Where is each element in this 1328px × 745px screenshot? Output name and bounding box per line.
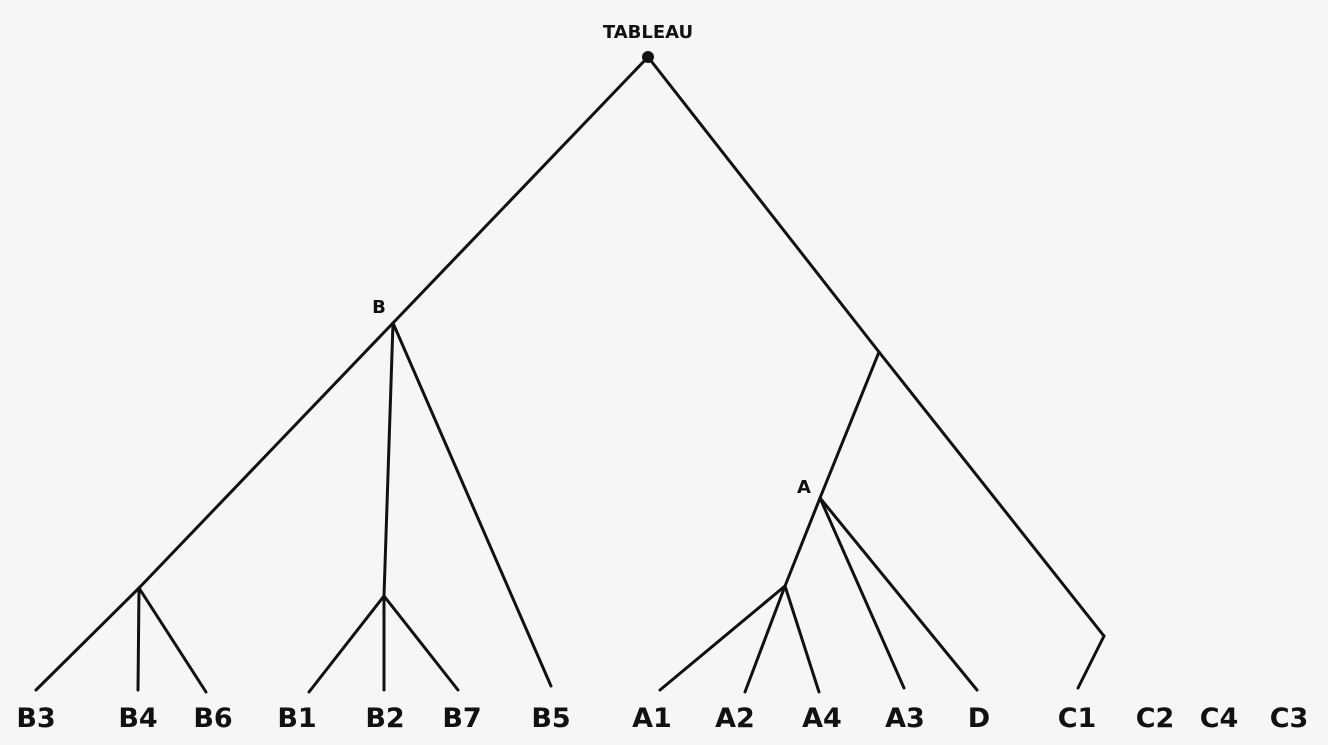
edge-n-c: [877, 350, 1106, 638]
leaf-label-a4: A4: [802, 703, 842, 734]
root-node-dot: [642, 51, 654, 63]
leaf-label-d: D: [968, 703, 990, 734]
leaf-label-c3: C3: [1270, 703, 1309, 734]
leaf-label-b2: B2: [365, 703, 404, 734]
edge-n3-a4: [783, 584, 821, 694]
leaf-labels: B3 B4 B6 B1 B2 B7 B5 A1 A2 A4 A3 D C1 C2…: [16, 703, 1308, 734]
edge-n1-b6: [137, 586, 208, 694]
leaf-label-b5: B5: [531, 703, 570, 734]
leaf-label-b7: B7: [442, 703, 481, 734]
tree-edges: [34, 55, 1106, 694]
node-label-b: B: [372, 297, 386, 318]
edge-n2-b7: [382, 594, 460, 692]
edge-b-n2: [382, 321, 395, 598]
edge-n1-b4: [136, 586, 141, 692]
root-label: TABLEAU: [603, 22, 693, 43]
edge-n3-a1: [658, 584, 787, 692]
edge-n3-a2: [743, 584, 787, 694]
edge-n2-b1: [307, 594, 386, 694]
edge-a-a3: [818, 496, 906, 690]
leaf-label-a2: A2: [715, 703, 755, 734]
edge-c-c1: [1076, 634, 1106, 690]
edge-b-b5: [391, 321, 553, 688]
edge-b-n1: [137, 321, 395, 590]
leaf-label-b4: B4: [118, 703, 157, 734]
edge-a-n3: [783, 496, 822, 588]
leaf-label-c4: C4: [1200, 703, 1239, 734]
edge-root-b: [391, 55, 650, 325]
edge-a-d: [818, 496, 979, 692]
edge-root-n: [646, 55, 881, 354]
edge-n1-b3: [34, 586, 141, 692]
leaf-label-b1: B1: [277, 703, 316, 734]
leaf-label-a3: A3: [885, 703, 925, 734]
edge-n-a: [818, 350, 881, 500]
node-label-a: A: [797, 477, 811, 498]
leaf-label-a1: A1: [632, 703, 672, 734]
leaf-label-c1: C1: [1058, 703, 1097, 734]
leaf-label-b6: B6: [193, 703, 232, 734]
leaf-label-b3: B3: [16, 703, 55, 734]
leaf-label-c2: C2: [1136, 703, 1175, 734]
